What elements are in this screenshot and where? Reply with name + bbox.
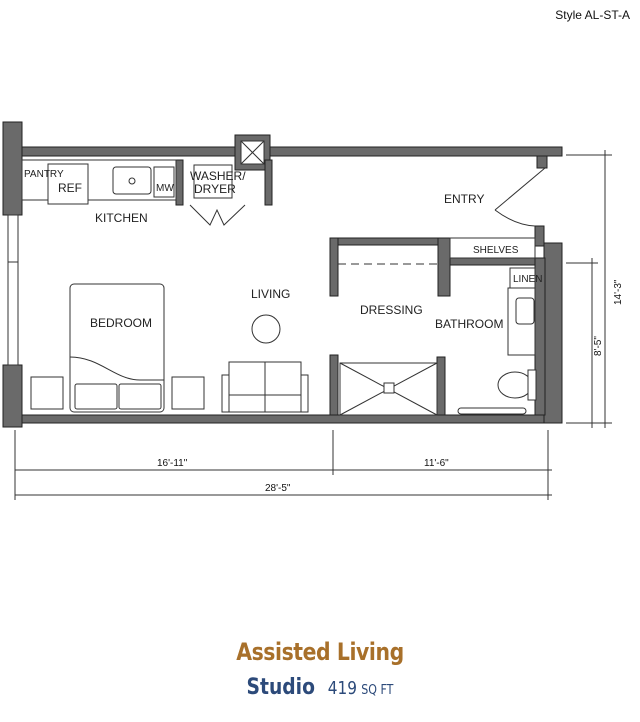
label-bedroom: BEDROOM	[90, 316, 152, 330]
label-dryer: DRYER	[194, 182, 236, 196]
area-value: 419	[327, 678, 357, 699]
label-pantry: PANTRY	[24, 169, 64, 180]
walls	[2, 121, 563, 428]
dim-right-width: 11'-6"	[424, 458, 449, 469]
plan-subtitle: Studio 419 SQ FT	[48, 675, 592, 700]
label-shelves: SHELVES	[473, 245, 519, 256]
kitchen-fixtures	[21, 159, 246, 226]
label-dressing: DRESSING	[360, 303, 423, 317]
dim-total-depth: 14'-3"	[613, 279, 624, 305]
label-linen: LINEN	[513, 274, 542, 285]
label-living: LIVING	[251, 287, 290, 301]
bath-fixtures	[338, 167, 546, 416]
dim-left-width: 16'-11"	[157, 458, 188, 469]
dim-bath-depth: 8'-5"	[593, 336, 604, 356]
furniture	[30, 283, 309, 413]
dim-total-width: 28'-5"	[265, 483, 291, 494]
dimension-lines	[14, 150, 612, 500]
area-unit: SQ FT	[361, 683, 394, 698]
unit-type: Studio	[246, 675, 315, 700]
style-code: Style AL-ST-A	[555, 8, 630, 22]
label-washer: WASHER/	[190, 169, 246, 183]
label-mw: MW	[156, 183, 174, 194]
label-kitchen: KITCHEN	[95, 211, 148, 225]
label-entry: ENTRY	[444, 192, 484, 206]
plan-title: Assisted Living	[236, 638, 404, 666]
label-ref: REF	[58, 181, 82, 195]
label-bathroom: BATHROOM	[435, 317, 503, 331]
